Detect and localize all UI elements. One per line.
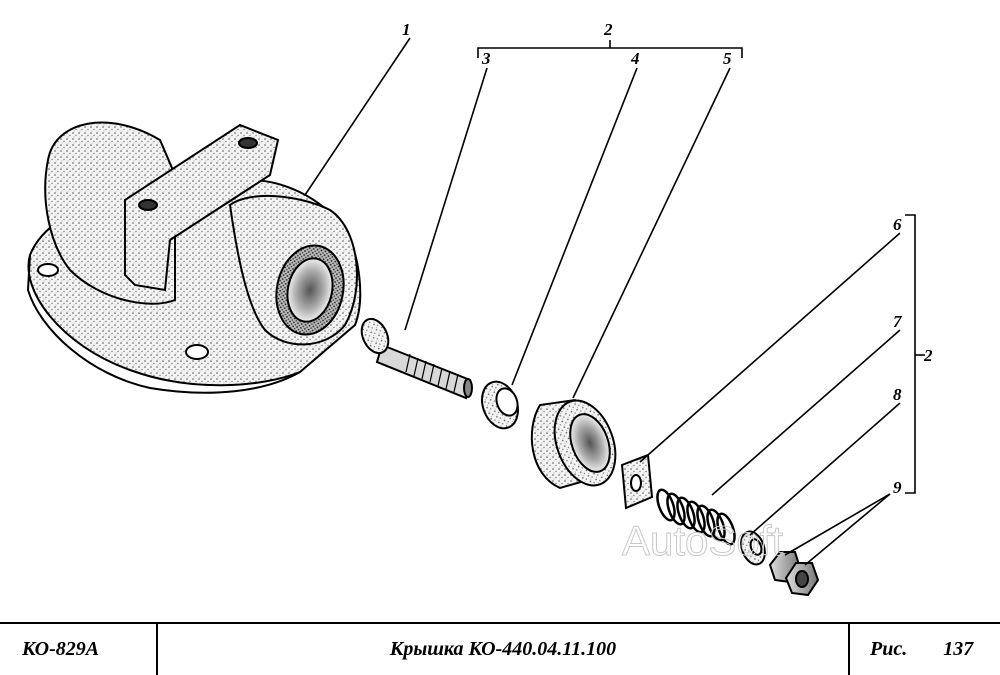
watermark: AutoSoft [622, 517, 783, 564]
figure-number: 137 [943, 638, 974, 660]
part-8-washer [740, 530, 766, 566]
title-cell: Крышка КО-440.04.11.100 [158, 624, 850, 675]
callout-8: 8 [893, 385, 902, 404]
callout-3: 3 [481, 49, 491, 68]
part-6-plate [620, 453, 654, 510]
part-7-spring [656, 488, 736, 546]
figure-cell: Рис. 137 [850, 624, 1000, 675]
figure-label: Рис. [870, 638, 908, 660]
title-block: КО-829А Крышка КО-440.04.11.100 Рис. 137 [0, 622, 1000, 675]
part-5-sleeve [530, 398, 617, 490]
part-1-housing [26, 121, 362, 394]
callout-2-right: 2 [923, 346, 933, 365]
part-3-bolt [360, 317, 473, 400]
callout-9: 9 [893, 478, 902, 497]
model-cell: КО-829А [0, 624, 158, 675]
part-9-nuts [768, 551, 820, 597]
callout-4: 4 [630, 49, 640, 68]
drawing-title: Крышка КО-440.04.11.100 [389, 638, 617, 660]
model-code: КО-829А [22, 638, 100, 660]
callout-6: 6 [893, 215, 902, 234]
leader-lines [304, 37, 925, 566]
exploded-parts-drawing: AutoSoft 1 2 3 4 5 6 7 8 9 2 [26, 20, 933, 597]
callout-1: 1 [402, 20, 411, 39]
callout-5: 5 [723, 49, 732, 68]
part-4-washer [481, 380, 519, 430]
callout-7: 7 [893, 312, 903, 331]
callout-2-top: 2 [603, 20, 613, 39]
